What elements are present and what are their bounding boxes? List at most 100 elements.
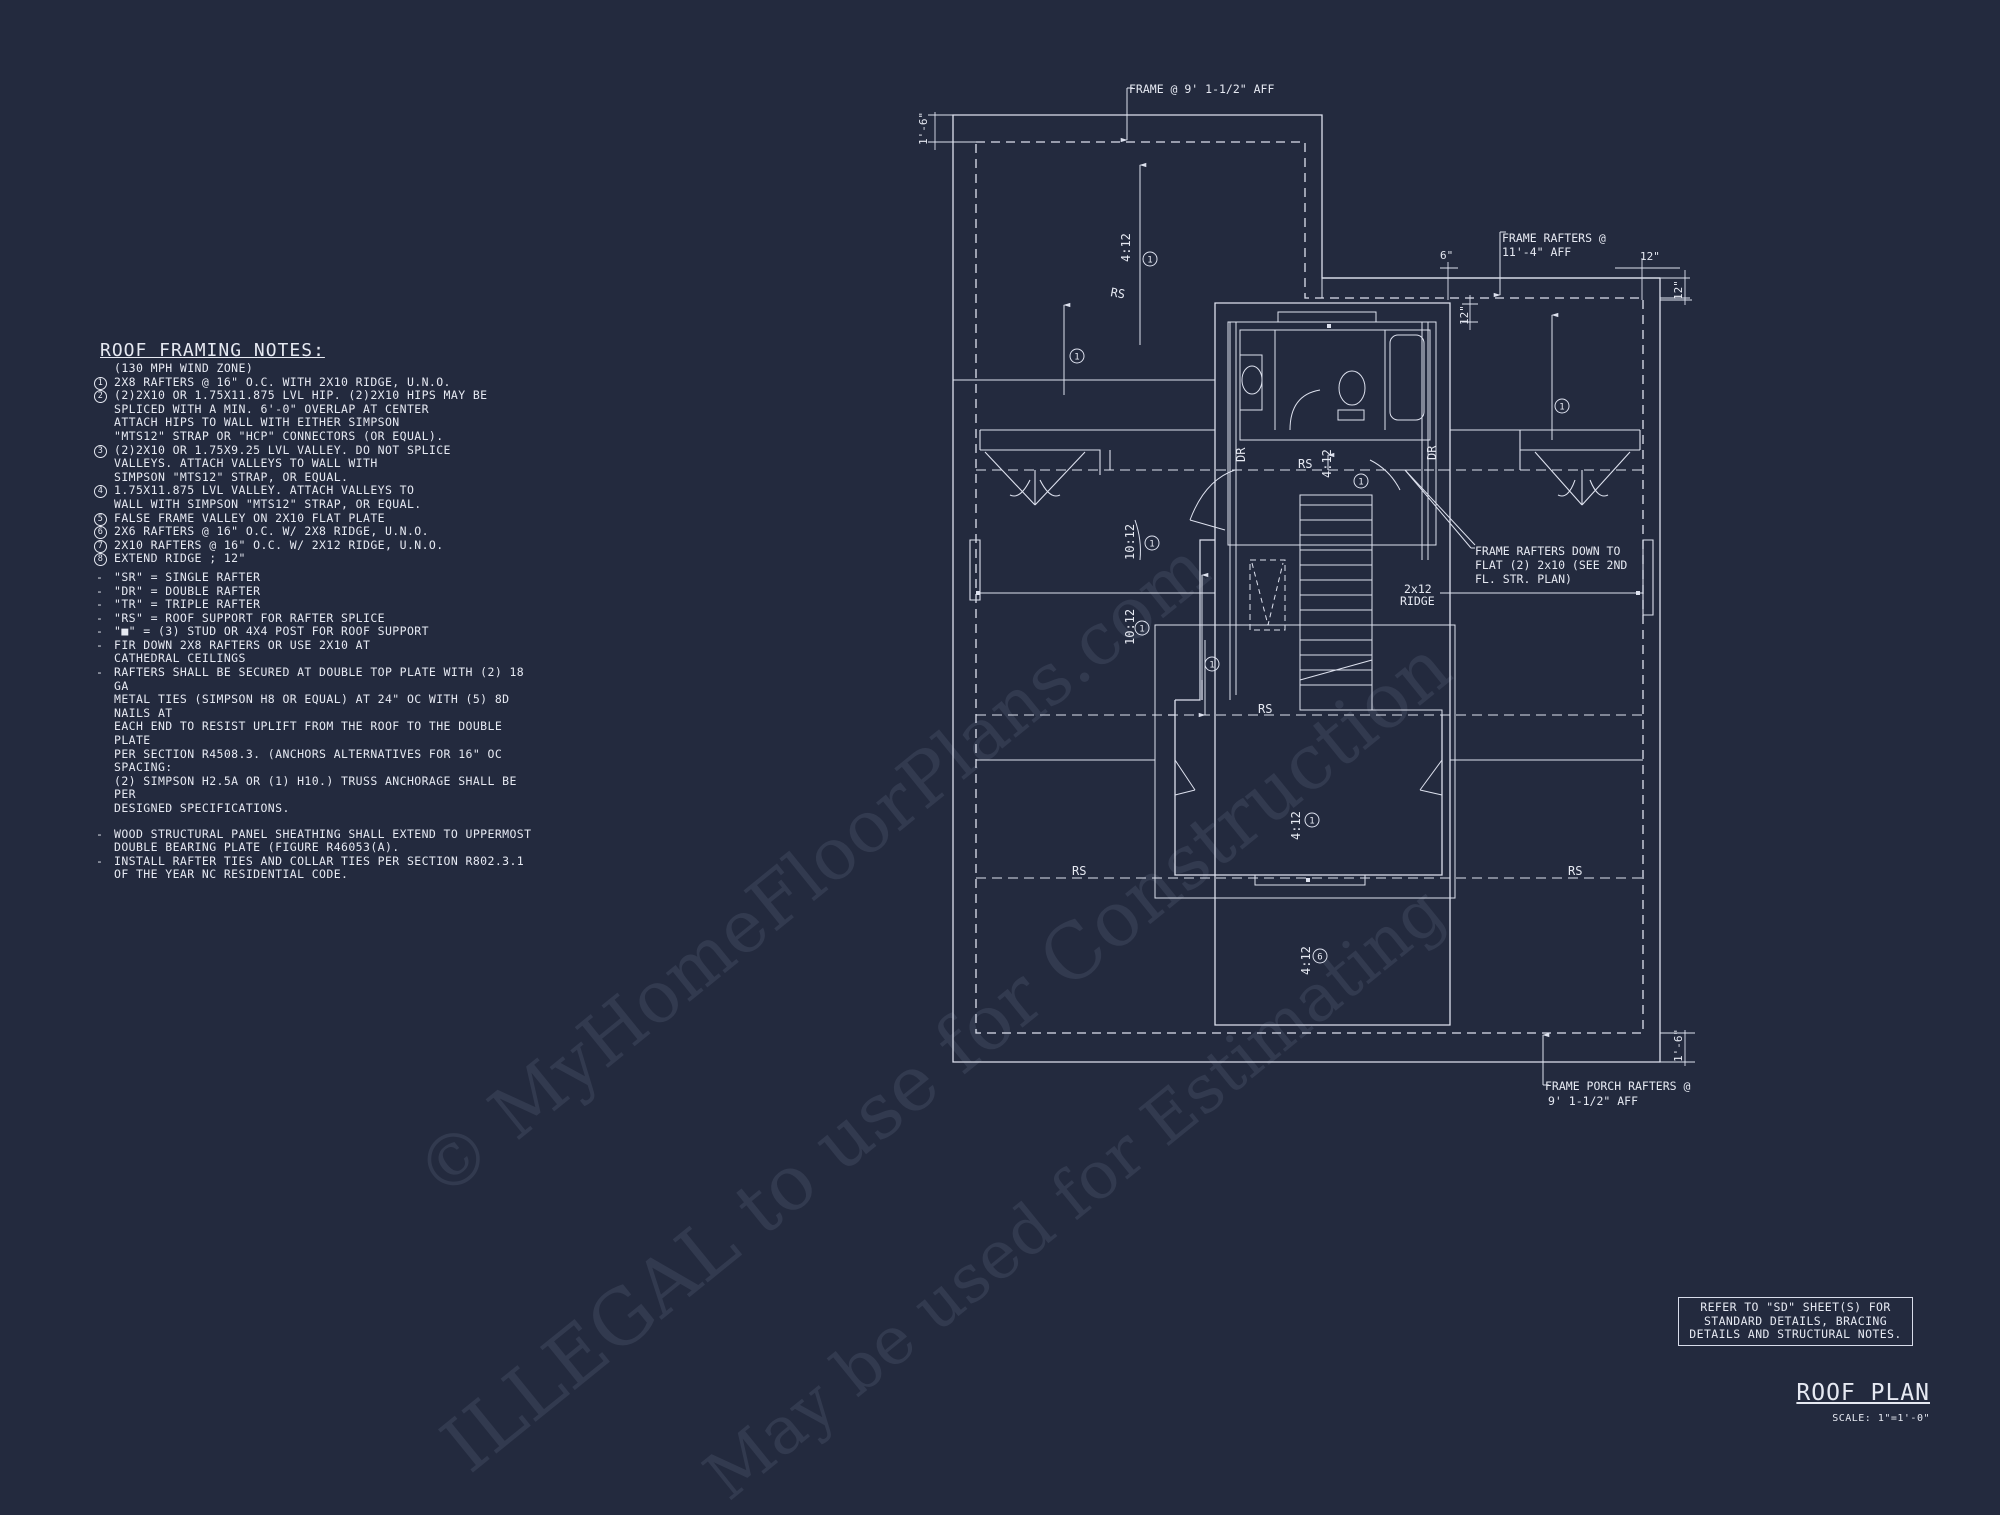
note-bullet-2: -"DR" = DOUBLE RAFTER <box>96 584 540 599</box>
note-dash-marker: - <box>96 853 104 868</box>
reference-note-line-3: DETAILS AND STRUCTURAL NOTES. <box>1689 1327 1902 1341</box>
note-line: EXTEND RIDGE ; 12" <box>114 551 246 566</box>
note-marker-number: 1 <box>1147 256 1152 266</box>
front-dormer <box>1154 539 1456 899</box>
note-bullet-7: -RAFTERS SHALL BE SECURED AT DOUBLE TOP … <box>96 665 540 816</box>
note-marker-number: 1 <box>1209 661 1214 671</box>
plan-title: ROOF PLAN <box>1796 1380 1930 1406</box>
note-item-7: 7 2x10 RAFTERS @ 16" O.C. W/ 2x12 RIDGE, … <box>94 537 540 553</box>
note-number-marker: 7 <box>94 539 107 553</box>
note-line: "RS" = ROOF SUPPORT FOR RAFTER SPLICE <box>114 610 385 625</box>
hip-line <box>1404 469 1476 546</box>
note-bullet-4: -"RS" = ROOF SUPPORT FOR RAFTER SPLICE <box>96 610 540 626</box>
frame-top-callout: FRAME @ 9' 1-1/2" AFF <box>1129 82 1274 96</box>
left-wing <box>969 429 1215 601</box>
note-bullet-5: -"■" = (3) STUD OR 4x4 POST FOR ROOF SUP… <box>96 624 540 639</box>
note-line: ATTACH HIPS TO WALL WITH EITHER SIMPSON <box>114 415 400 430</box>
note-dash-marker: - <box>96 569 104 584</box>
pitch-top: 4:12 <box>1119 233 1133 262</box>
reference-note-box: REFER TO "SD" SHEET(S) FOR STANDARD DETA… <box>1678 1297 1913 1346</box>
note-line: VALLEYS. ATTACH VALLEYS TO WALL WITH <box>114 456 378 471</box>
note-line: CATHEDRAL CEILINGS <box>114 651 246 666</box>
note-line: (2)2x10 OR 1.75x9.25 LVL VALLEY. DO NOT … <box>114 442 451 457</box>
note-line: PER SECTION R4508.3. (ANCHORS ALTERNATIV… <box>114 746 503 775</box>
dimension-lines <box>928 112 1695 1066</box>
porch-rafters-callout-1: FRAME PORCH RAFTERS @ <box>1545 1079 1690 1093</box>
pitch-upper-mid: 4:12 <box>1320 449 1334 478</box>
rs-tag-top: RS <box>1109 285 1126 301</box>
frame-rafters-callout-2: 11'-4" AFF <box>1502 245 1571 259</box>
note-number-marker: 5 <box>94 512 107 526</box>
dim-bottom-right: 1'-6" <box>1672 1029 1685 1062</box>
rs-tag-upper: RS <box>1298 457 1312 471</box>
dim-top-left: 1'-6" <box>917 112 930 145</box>
note-line: SPLICED WITH A MIN. 6'-0" OVERLAP AT CEN… <box>114 401 429 416</box>
note-line: DESIGNED SPECIFICATIONS. <box>114 801 290 815</box>
notes-extra-list: -WOOD STRUCTURAL PANEL SHEATHING SHALL E… <box>96 826 540 882</box>
note-bullet-3: -"TR" = TRIPLE RAFTER <box>96 597 540 612</box>
rs-tag-mid: RS <box>1258 702 1272 716</box>
note-line: 2x8 RAFTERS @ 16" O.C. WITH 2X10 RIDGE, … <box>114 374 451 389</box>
note-marker-circle <box>1554 398 1570 414</box>
note-marker-circle <box>1142 251 1158 267</box>
slope-arrows <box>1063 162 1559 718</box>
note-dash-marker: - <box>96 624 104 639</box>
note-line: "■" = (3) STUD OR 4x4 POST FOR ROOF SUPP… <box>114 624 429 639</box>
note-bullet-6: -FIR DOWN 2x8 RAFTERS OR USE 2x10 ATCATH… <box>96 637 540 666</box>
roof-framing-notes: ROOF FRAMING NOTES: (130 MPH WIND ZONE) … <box>94 340 540 882</box>
note-number-marker: 6 <box>94 526 107 540</box>
note-marker-number: 1 <box>1149 540 1154 550</box>
note-item-1: 12x8 RAFTERS @ 16" O.C. WITH 2X10 RIDGE,… <box>94 374 540 390</box>
notes-subtitle: (130 MPH WIND ZONE) <box>114 361 254 375</box>
reference-note-line-2: STANDARD DETAILS, BRACING <box>1703 1313 1888 1328</box>
note-marker-circle <box>1204 656 1220 672</box>
note-line: WOOD STRUCTURAL PANEL SHEATHING SHALL EX… <box>114 826 532 841</box>
porch-rafters-callout-2: 9' 1-1/2" AFF <box>1548 1094 1638 1108</box>
note-line: "TR" = TRIPLE RAFTER <box>114 597 261 612</box>
note-dash-marker: - <box>96 826 104 841</box>
note-number-marker: 4 <box>94 485 107 499</box>
notes-numbered-list: 12x8 RAFTERS @ 16" O.C. WITH 2X10 RIDGE,… <box>94 374 540 567</box>
dim-6: 6" <box>1440 249 1453 262</box>
dim-12-inner: 12" <box>1458 305 1471 325</box>
notes-title: ROOF FRAMING NOTES: <box>100 340 325 361</box>
note-item-8: 8 EXTEND RIDGE ; 12" <box>94 551 540 567</box>
post-markers <box>976 324 1640 882</box>
note-item-6: 62x6 RAFTERS @ 16" O.C. W/ 2x8 RIDGE, U.… <box>94 525 540 540</box>
pitch-porch: 4:12 <box>1299 946 1313 975</box>
note-marker-circle <box>1312 948 1328 964</box>
note-line: FIR DOWN 2x8 RAFTERS OR USE 2x10 AT <box>114 637 371 652</box>
note-line: 2x10 RAFTERS @ 16" O.C. W/ 2x12 RIDGE, U… <box>114 537 444 552</box>
dr-tag-right: DR <box>1425 445 1439 460</box>
note-item-3: 3 (2)2x10 OR 1.75x9.25 LVL VALLEY. DO NOT… <box>94 442 540 485</box>
rafters-down-callout-3: FL. STR. PLAN) <box>1475 572 1572 586</box>
note-dash-marker: - <box>96 665 104 680</box>
note-line: INSTALL RAFTER TIES AND COLLAR TIES PER … <box>114 853 525 868</box>
frame-rafters-callout-1: FRAME RAFTERS @ <box>1502 231 1606 245</box>
note-line: (2)2x10 OR 1.75x11.875 LVL HIP. (2)2x10 … <box>114 388 488 403</box>
note-dash-marker: - <box>96 597 104 612</box>
note-marker-circle <box>1069 348 1085 364</box>
note-line: EACH END TO RESIST UPLIFT FROM THE ROOF … <box>114 719 503 748</box>
note-line: 1.75x11.875 LVL VALLEY. ATTACH VALLEYS T… <box>114 483 415 498</box>
rs-tag-right: RS <box>1568 864 1582 878</box>
note-item-4: 4 1.75x11.875 LVL VALLEY. ATTACH VALLEYS … <box>94 483 540 511</box>
right-wing <box>1450 429 1654 616</box>
note-marker-number: 1 <box>1559 403 1564 413</box>
rs-tag-left: RS <box>1072 864 1086 878</box>
note-bullet-1: -"SR" = SINGLE RAFTER <box>96 570 540 585</box>
note-number-marker: 8 <box>94 553 107 567</box>
wall-lines <box>953 278 1643 879</box>
note-item-2: 2(2)2x10 OR 1.75x11.875 LVL HIP. (2)2x10… <box>94 388 540 443</box>
note-dash-marker: - <box>96 583 104 598</box>
note-bullet-1: -WOOD STRUCTURAL PANEL SHEATHING SHALL E… <box>96 826 540 855</box>
note-line: METAL TIES (SIMPSON H8 OR EQUAL) AT 24" … <box>114 692 510 720</box>
note-number-marker: 3 <box>94 444 107 458</box>
plan-scale: SCALE: 1"=1'-0" <box>1832 1413 1930 1424</box>
note-line: DOUBLE BEARING PLATE (FIGURE R46053(A). <box>114 840 400 855</box>
pitch-left-a: 10:12 <box>1123 524 1137 560</box>
note-marker-circle <box>1353 473 1369 489</box>
